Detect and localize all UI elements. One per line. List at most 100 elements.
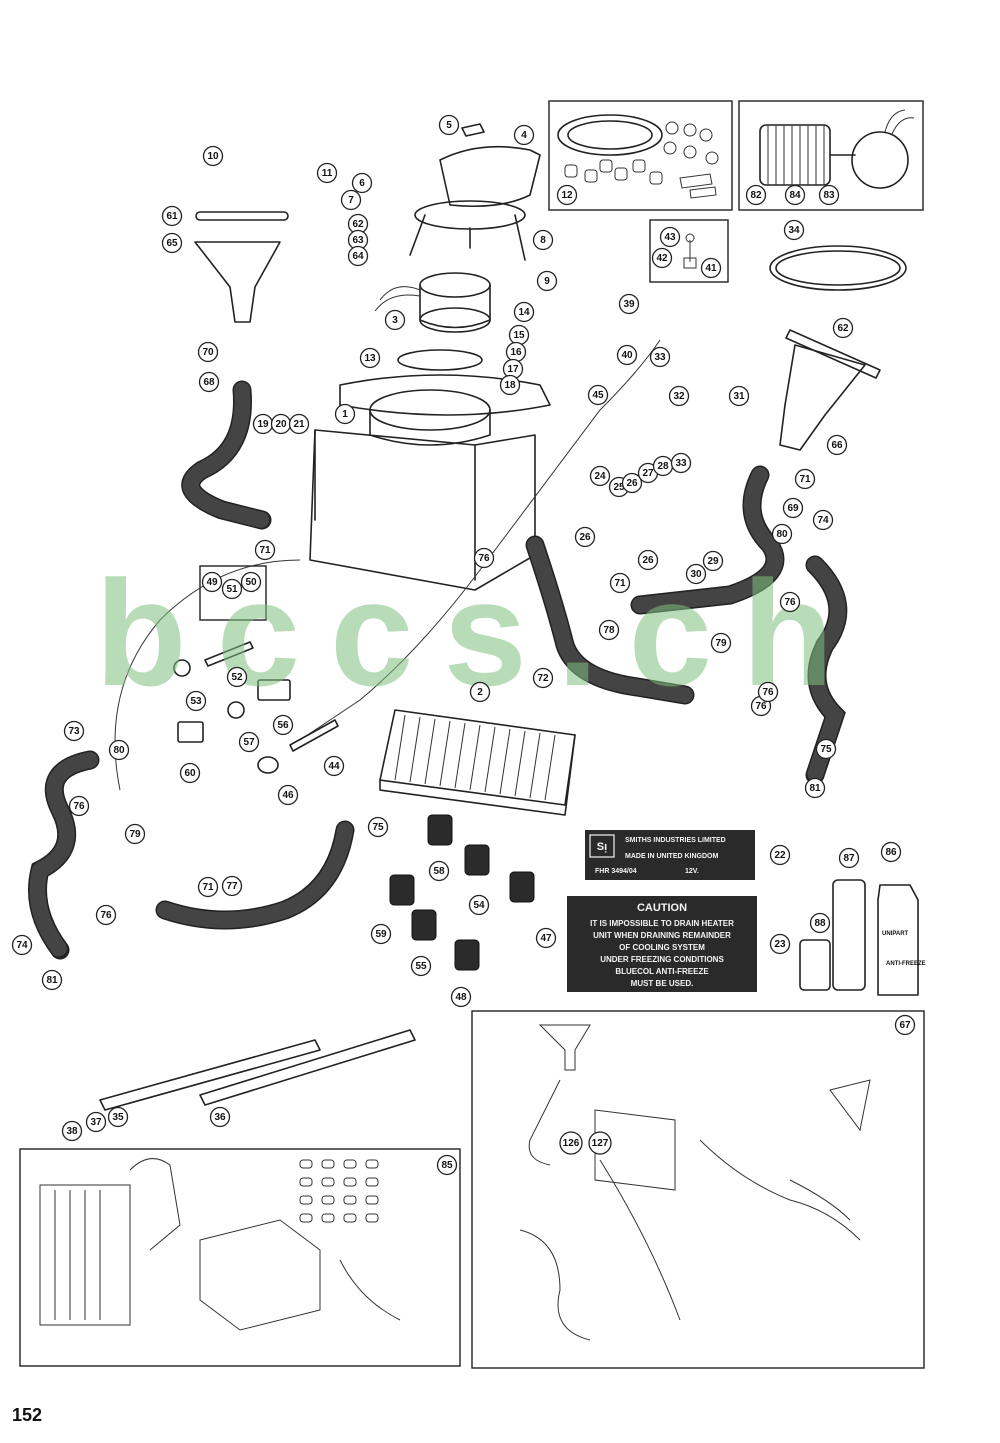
duct-cover-4 [439, 145, 541, 208]
callout-11: 11 [316, 162, 338, 184]
callout-label: 8 [540, 235, 546, 246]
callout-circle [587, 384, 609, 406]
cable-loop [114, 559, 301, 791]
callout-label: 26 [626, 478, 638, 489]
callout-14: 14 [513, 301, 535, 323]
callout-label: 74 [817, 515, 829, 526]
callout-label: 66 [831, 440, 843, 451]
callout-35: 35 [107, 1106, 129, 1128]
callout-label: 76 [762, 687, 774, 698]
callout-78: 78 [598, 619, 620, 641]
callout-circle [556, 184, 578, 206]
callout-77: 77 [221, 875, 243, 897]
callout-label: 2 [477, 687, 483, 698]
callout-circle [450, 986, 472, 1008]
callout-50: 50 [240, 571, 262, 593]
callout-label: 82 [750, 190, 762, 201]
callout-label: 56 [277, 720, 289, 731]
callout-label: 78 [603, 625, 615, 636]
callout-circle [201, 571, 223, 593]
plate-23-line-4: BLUECOL ANTI-FREEZE [615, 967, 709, 976]
callout-label: 19 [257, 419, 269, 430]
callout-circle [359, 347, 381, 369]
callout-circle [618, 293, 640, 315]
callout-label: 21 [293, 419, 305, 430]
callout-label: 20 [275, 419, 287, 430]
callout-circle [532, 667, 554, 689]
callout-circle [288, 413, 310, 435]
callout-label: 52 [231, 672, 243, 683]
callout-circle [179, 762, 201, 784]
callout-circle [161, 205, 183, 227]
callout-circle [532, 229, 554, 251]
callout-label: 18 [504, 380, 516, 391]
callout-circle [108, 739, 130, 761]
callout-label: 76 [100, 910, 112, 921]
plate-22-line2: MADE IN UNITED KINGDOM [625, 853, 719, 860]
callout-label: 35 [112, 1112, 124, 1123]
callout-label: 75 [372, 822, 384, 833]
callout-label: 1 [342, 409, 348, 420]
coiled-hose-34 [769, 245, 907, 291]
callout-circle [221, 578, 243, 600]
callout-circle [818, 184, 840, 206]
callout-88: 88 [809, 912, 831, 934]
callout-42: 42 [651, 247, 673, 269]
callout-26: 26 [574, 526, 596, 548]
callout-circle [535, 927, 557, 949]
callout-label: 62 [352, 219, 364, 230]
plate-22: Sᴉ SMITHS INDUSTRIES LIMITED MADE IN UNI… [585, 830, 755, 880]
callout-label: 57 [243, 737, 255, 748]
callout-5: 5 [438, 114, 460, 136]
callout-circle [700, 257, 722, 279]
callout-label: 49 [206, 577, 218, 588]
callout-circle [783, 219, 805, 241]
callout-label: 76 [73, 801, 85, 812]
callout-circle [651, 247, 673, 269]
callout-19: 19 [252, 413, 274, 435]
callout-circle [347, 245, 369, 267]
callout-label: 81 [809, 783, 821, 794]
callout-label: 39 [623, 299, 635, 310]
callout-60: 60 [179, 762, 201, 784]
callout-circle [221, 875, 243, 897]
callout-circle [238, 731, 260, 753]
callout-label: 16 [510, 347, 522, 358]
control-knobs [389, 814, 535, 971]
callout-circle [316, 162, 338, 184]
callout-18: 18 [499, 374, 521, 396]
callout-label: 42 [656, 253, 668, 264]
callout-79: 79 [710, 632, 732, 654]
callout-circle [815, 738, 837, 760]
callout-label: 14 [518, 307, 530, 318]
callout-label: 26 [579, 532, 591, 543]
plate-22-line4: 12V. [685, 868, 699, 875]
callout-circle [438, 114, 460, 136]
callout-circle [124, 823, 146, 845]
callout-30: 30 [685, 563, 707, 585]
page-number: 152 [12, 1405, 43, 1425]
callout-33: 33 [670, 452, 692, 474]
callout-48: 48 [450, 986, 472, 1008]
callout-circle [513, 124, 535, 146]
fixings-drawing [683, 233, 697, 269]
callout-circle [198, 371, 220, 393]
callout-circle [710, 632, 732, 654]
callout-71: 71 [197, 876, 219, 898]
plate-22-line1: SMITHS INDUSTRIES LIMITED [625, 837, 726, 844]
callout-55: 55 [410, 955, 432, 977]
callout-8: 8 [532, 229, 554, 251]
callout-70: 70 [197, 341, 219, 363]
mounting-frame-8 [409, 200, 526, 261]
callout-label: 15 [513, 330, 525, 341]
funnel-66 [194, 241, 281, 323]
callout-32: 32 [668, 385, 690, 407]
callout-label: 76 [784, 597, 796, 608]
strip-62-left [195, 211, 289, 221]
callout-label: 38 [66, 1126, 78, 1137]
callout-label: 80 [776, 529, 788, 540]
funnel-67 [779, 344, 866, 451]
callout-56: 56 [272, 714, 294, 736]
callout-circle [254, 539, 276, 561]
